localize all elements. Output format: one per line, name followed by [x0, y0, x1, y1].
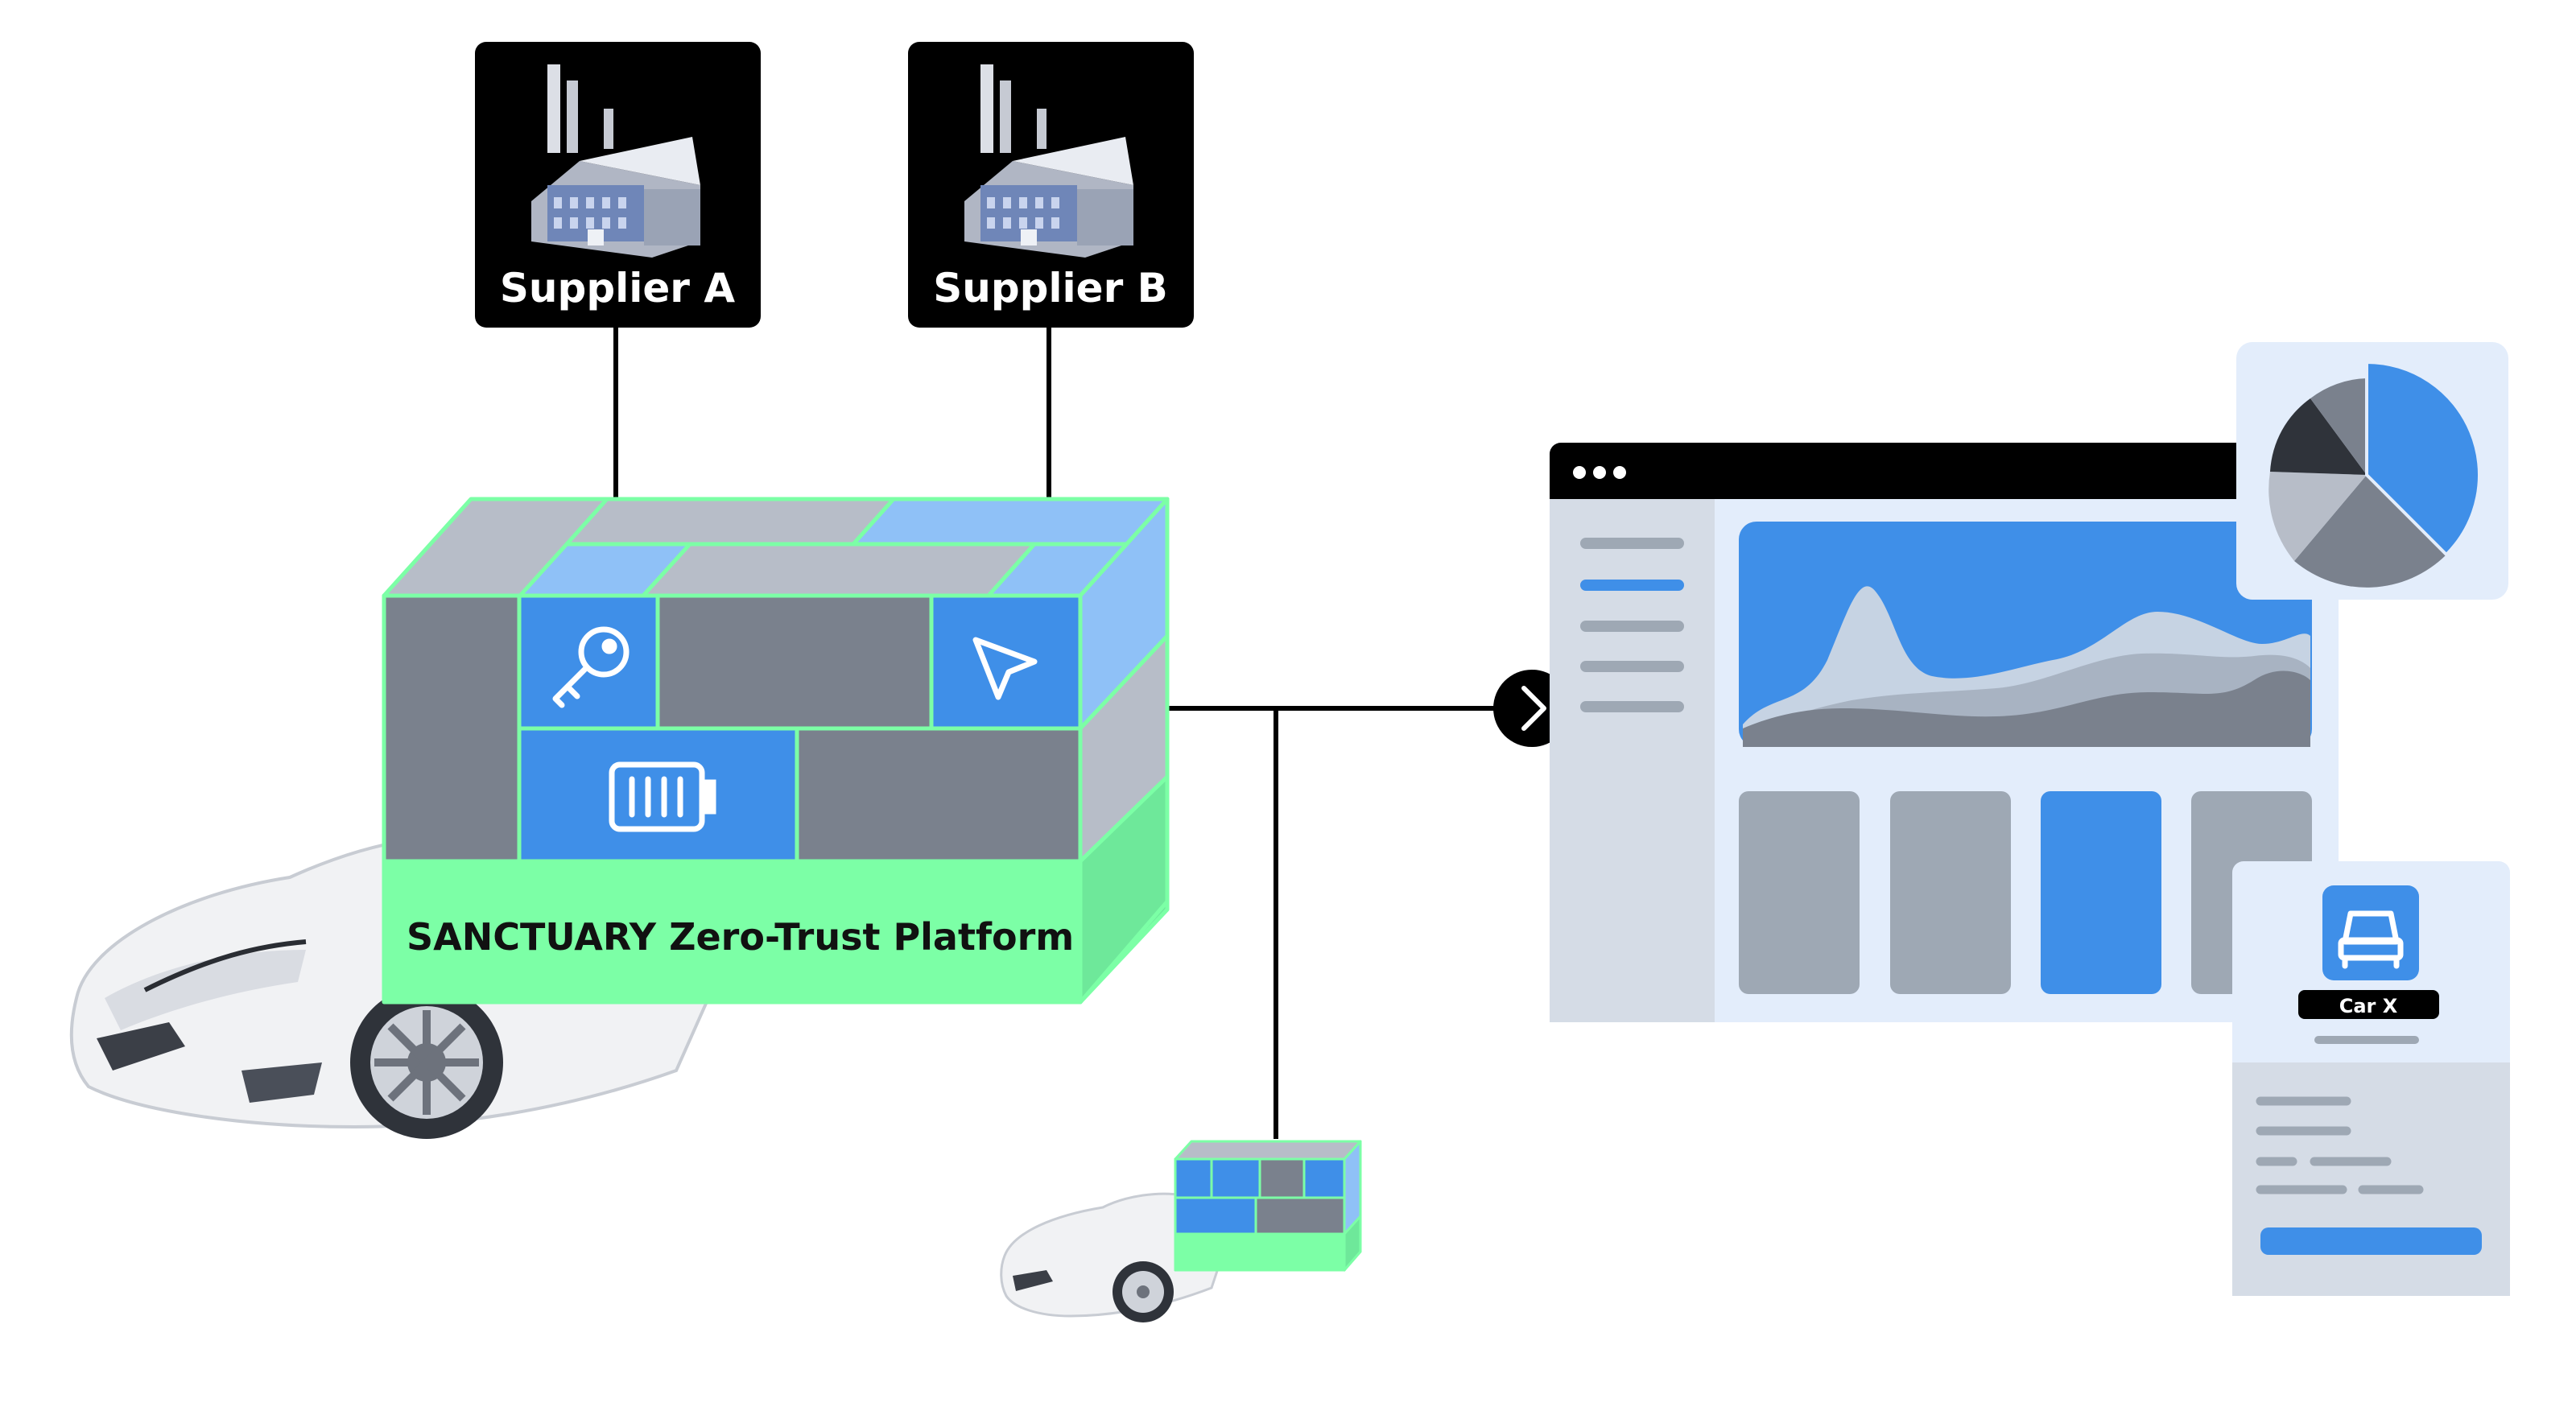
pie-chart-card	[2236, 342, 2508, 600]
sidebar-items	[1580, 538, 1684, 712]
supplier-a-card: Supplier A	[475, 42, 761, 328]
supplier-a-label: Supplier A	[500, 265, 735, 311]
battery-icon	[609, 761, 716, 832]
cursor-arrow-icon	[972, 637, 1038, 700]
window-dots-icon	[1573, 466, 1626, 479]
key-icon	[552, 626, 630, 708]
supplier-b-card: Supplier B	[908, 42, 1194, 328]
platform-label: SANCTUARY Zero-Trust Platform	[407, 915, 1074, 959]
supplier-b-label: Supplier B	[933, 265, 1168, 311]
platform-cube	[382, 497, 1170, 1005]
car-icon	[2322, 885, 2419, 980]
card-action-bar	[2260, 1227, 2482, 1255]
factory-icon	[531, 64, 700, 258]
dashboard-window	[1550, 443, 2339, 1022]
platform-cube-small	[1174, 1140, 1362, 1272]
car-card-label: Car X	[2339, 995, 2398, 1017]
dashboard-tile	[1739, 791, 1860, 994]
dashboard-tile	[1890, 791, 2011, 994]
pie-chart-icon	[2268, 360, 2481, 588]
dashboard-tile-selected	[2041, 791, 2161, 994]
factory-icon	[964, 64, 1133, 258]
car-illustration-small	[1000, 1192, 1225, 1322]
car-detail-card: Car X	[2232, 861, 2510, 1296]
dashboard-sidebar	[1550, 499, 1715, 1022]
area-chart-icon	[1739, 522, 2312, 747]
card-text-lines	[2256, 1096, 2424, 1194]
